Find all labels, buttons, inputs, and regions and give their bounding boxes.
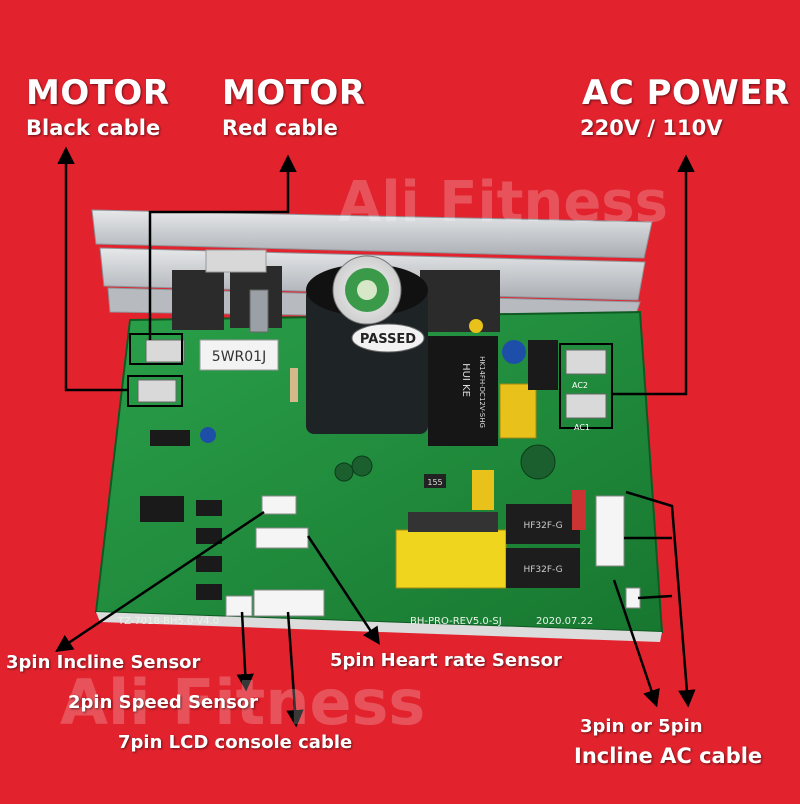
arrow-lcd-cable bbox=[286, 611, 304, 728]
relay-brand: HUI KE bbox=[460, 363, 471, 397]
cement-resistor: 5WR01J bbox=[199, 339, 279, 371]
ac-power-title: AC POWER bbox=[582, 73, 790, 113]
small-relays: HF32F-G HF32F-G bbox=[506, 490, 586, 588]
model-left: TZ-7018-BH5.0-V4.0 bbox=[117, 616, 219, 627]
arrow-incline-sensor bbox=[55, 510, 265, 652]
incline-sensor-label: 3pin Incline Sensor bbox=[6, 652, 201, 673]
motor-red-title: MOTOR bbox=[222, 73, 366, 113]
arrow-motor-red bbox=[148, 154, 297, 340]
transformer bbox=[395, 512, 507, 589]
integrated-circuits bbox=[140, 430, 222, 600]
ac1-label: AC1 bbox=[574, 423, 590, 432]
arrow-incline-ac-1 bbox=[625, 490, 696, 708]
relay-model: HK14FH-DC12V-SHG bbox=[478, 356, 486, 428]
chip-label: 155 bbox=[427, 478, 442, 487]
ac-power-sub: 220V / 110V bbox=[580, 116, 723, 140]
capacitor-stamp: PASSED bbox=[360, 332, 416, 347]
motor-black-title: MOTOR bbox=[26, 73, 170, 113]
annotation-arrows bbox=[55, 146, 696, 728]
ac-terminals: AC2 AC1 bbox=[559, 343, 613, 432]
watermark-bottom: Ali Fitness bbox=[60, 666, 426, 739]
relay-small-2: HF32F-G bbox=[523, 565, 562, 575]
arrow-incline-ac-4 bbox=[612, 579, 660, 708]
speed-sensor-label: 2pin Speed Sensor bbox=[68, 692, 259, 713]
resistor-label: 5WR01J bbox=[212, 349, 266, 365]
relay-small-1: HF32F-G bbox=[523, 521, 562, 531]
arrow-motor-black bbox=[57, 146, 128, 392]
arrow-speed-sensor bbox=[236, 611, 255, 692]
arrow-ac-power bbox=[612, 154, 695, 396]
connectors bbox=[225, 495, 641, 617]
main-relay: HUI KE HK14FH-DC12V-SHG bbox=[428, 336, 498, 446]
small-components: 155 bbox=[200, 319, 558, 510]
motor-red-sub: Red cable bbox=[222, 116, 338, 140]
motor-black-sub: Black cable bbox=[26, 116, 161, 140]
arrow-incline-ac-3 bbox=[637, 594, 673, 600]
heart-rate-label: 5pin Heart rate Sensor bbox=[330, 650, 562, 671]
power-transistors bbox=[172, 249, 500, 333]
ac2-label: AC2 bbox=[572, 381, 588, 390]
board-date: 2020.07.22 bbox=[536, 616, 593, 627]
incline-ac-line1: 3pin or 5pin bbox=[580, 716, 703, 737]
model-right: BH-PRO-REV5.0-SJ bbox=[410, 616, 502, 627]
watermark-top: Ali Fitness bbox=[338, 170, 668, 235]
lcd-cable-label: 7pin LCD console cable bbox=[118, 732, 353, 753]
incline-ac-line2: Incline AC cable bbox=[574, 744, 763, 768]
motor-terminals bbox=[127, 333, 185, 407]
main-capacitor: PASSED bbox=[306, 255, 428, 434]
arrow-heart-rate bbox=[306, 535, 380, 645]
